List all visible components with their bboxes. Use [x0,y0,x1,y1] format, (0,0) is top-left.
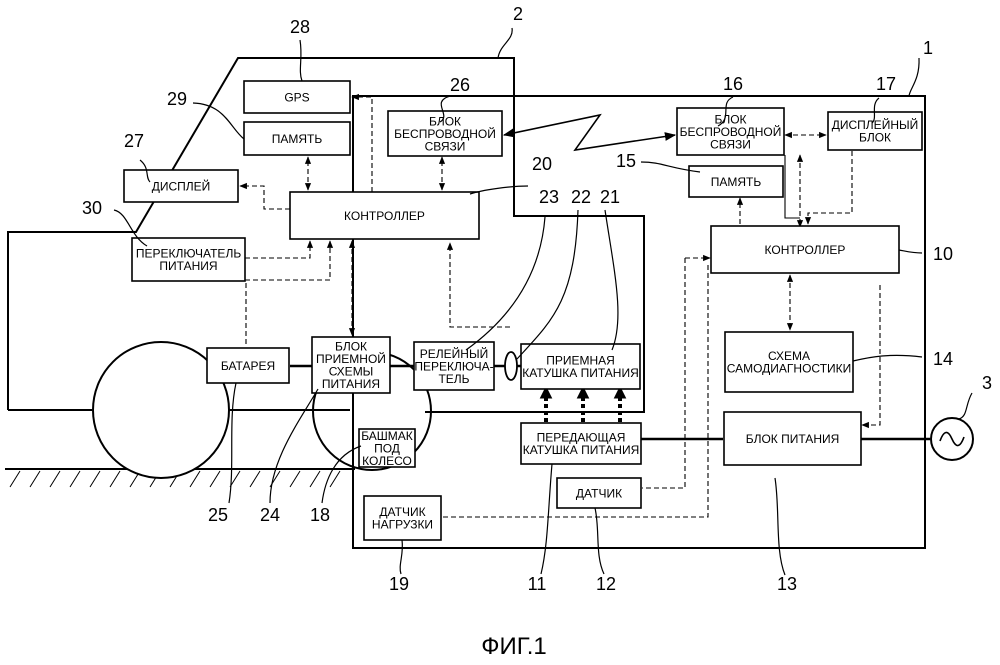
leader-lines [114,28,972,575]
ref-16: 16 [723,74,743,94]
sensor-label: ДАТЧИК [576,486,622,500]
ref-15: 15 [616,151,636,171]
ref-18: 18 [310,505,330,525]
receiving-coil-label: КАТУШКА ПИТАНИЯ [522,366,638,380]
ref-20: 20 [532,154,552,174]
self-diagnostic-label: САМОДИАГНОСТИКИ [727,362,852,376]
battery-label: БАТАРЕЯ [221,359,275,373]
ref-26: 26 [450,75,470,95]
ref-12: 12 [596,574,616,594]
ref-24: 24 [260,505,280,525]
ref-27: 27 [124,131,144,151]
vehicle-memory-label: ПАМЯТЬ [272,132,323,146]
station-memory-label: ПАМЯТЬ [711,175,762,189]
display-unit-label: БЛОК [859,131,891,145]
power-transfer-arrows [546,391,620,422]
ref-19: 19 [389,574,409,594]
station-wireless-label: СВЯЗИ [710,137,751,151]
display-label: ДИСПЛЕЙ [152,178,211,193]
ref-10: 10 [933,244,953,264]
ref-28: 28 [290,17,310,37]
wireless-link [504,115,675,150]
ref-2: 2 [513,4,523,24]
ref-11: 11 [528,574,547,594]
power-switch-label: ПИТАНИЯ [159,259,217,273]
ref-14: 14 [933,349,953,369]
coil-loop [505,352,517,380]
ref-17: 17 [876,74,896,94]
ac-source-icon [931,418,973,460]
transmitting-coil-label: КАТУШКА ПИТАНИЯ [523,443,639,457]
load-sensor-label: НАГРУЗКИ [372,518,433,532]
ref-25: 25 [208,505,228,525]
ref-29: 29 [167,89,187,109]
ref-22: 22 [571,187,591,207]
ref-21: 21 [600,187,620,207]
station-controller-label: КОНТРОЛЛЕР [765,243,846,257]
vehicle-controller-label: КОНТРОЛЛЕР [344,209,425,223]
ref-23: 23 [539,187,559,207]
wheel-chock-label: КОЛЕСО [362,454,412,468]
ref-13: 13 [777,574,797,594]
ref-1: 1 [923,38,933,58]
receiving-circuit-label: ПИТАНИЯ [322,377,380,391]
figure-caption: ФИГ.1 [481,633,547,660]
power-unit-label: БЛОК ПИТАНИЯ [746,432,840,446]
gps-label: GPS [284,90,309,104]
ref-30: 30 [82,198,102,218]
vehicle-wireless-label: СВЯЗИ [425,139,466,153]
relay-switch-label: ТЕЛЬ [438,372,469,386]
ref-3: 3 [982,373,992,393]
